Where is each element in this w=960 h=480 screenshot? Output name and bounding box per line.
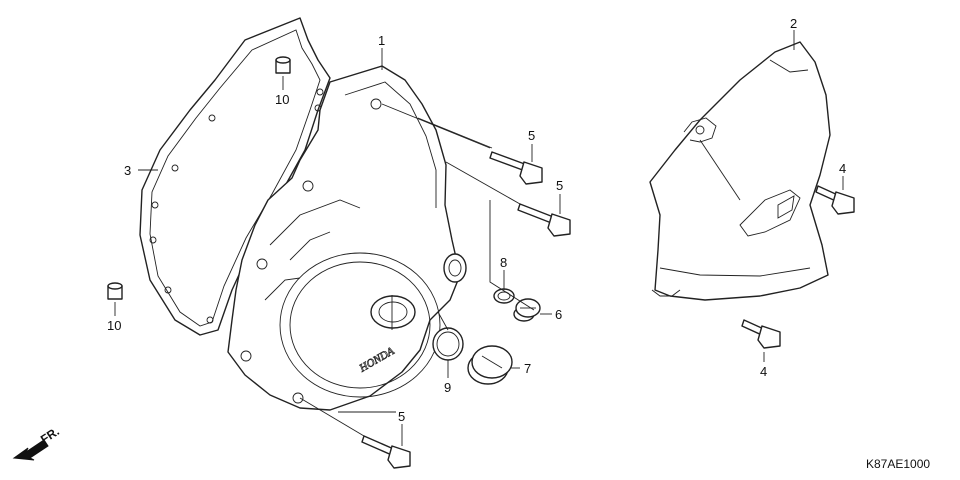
bolt-part-5-c	[361, 435, 411, 469]
callout-7: 7	[524, 361, 531, 376]
bolt-part-4-upper	[815, 185, 855, 215]
reference-lines	[299, 103, 535, 437]
callout-1: 1	[378, 33, 385, 48]
front-direction-marker: FR.	[12, 424, 62, 461]
callout-5-c: 5	[398, 409, 405, 424]
bolt-part-5-a	[489, 151, 543, 185]
cap-part-7	[467, 345, 513, 385]
callout-2: 2	[790, 16, 797, 31]
o-ring-part-9	[432, 327, 464, 361]
sprocket-cover-part-2	[649, 41, 831, 301]
callout-5-a: 5	[528, 128, 535, 143]
dowel-pin-part-10-upper	[275, 56, 291, 74]
diagram-code: K87AE1000	[866, 457, 930, 471]
callout-5-b: 5	[556, 178, 563, 193]
front-arrow-icon	[12, 439, 49, 461]
cover-center-boss	[370, 295, 416, 329]
bolt-part-4-lower	[741, 319, 781, 349]
leader-lines	[114, 30, 844, 446]
bolt-part-5-b	[517, 203, 571, 237]
dowel-pin-part-10-lower	[107, 282, 123, 300]
callout-3: 3	[124, 163, 131, 178]
callout-9: 9	[444, 380, 451, 395]
cover-side-port	[443, 253, 467, 283]
callout-6: 6	[555, 307, 562, 322]
callout-10-upper: 10	[275, 92, 289, 107]
callout-4-upper: 4	[839, 161, 846, 176]
crankcase-cover-part-1: HONDA	[227, 65, 467, 411]
callout-4-lower: 4	[760, 364, 767, 379]
callout-10-lower: 10	[107, 318, 121, 333]
cap-part-6	[513, 298, 541, 322]
callout-8: 8	[500, 255, 507, 270]
gasket-part-3	[139, 17, 331, 336]
callout-labels: 1 2 3 4 4 5 5 5 6 7 8 9 10 10	[107, 16, 846, 424]
